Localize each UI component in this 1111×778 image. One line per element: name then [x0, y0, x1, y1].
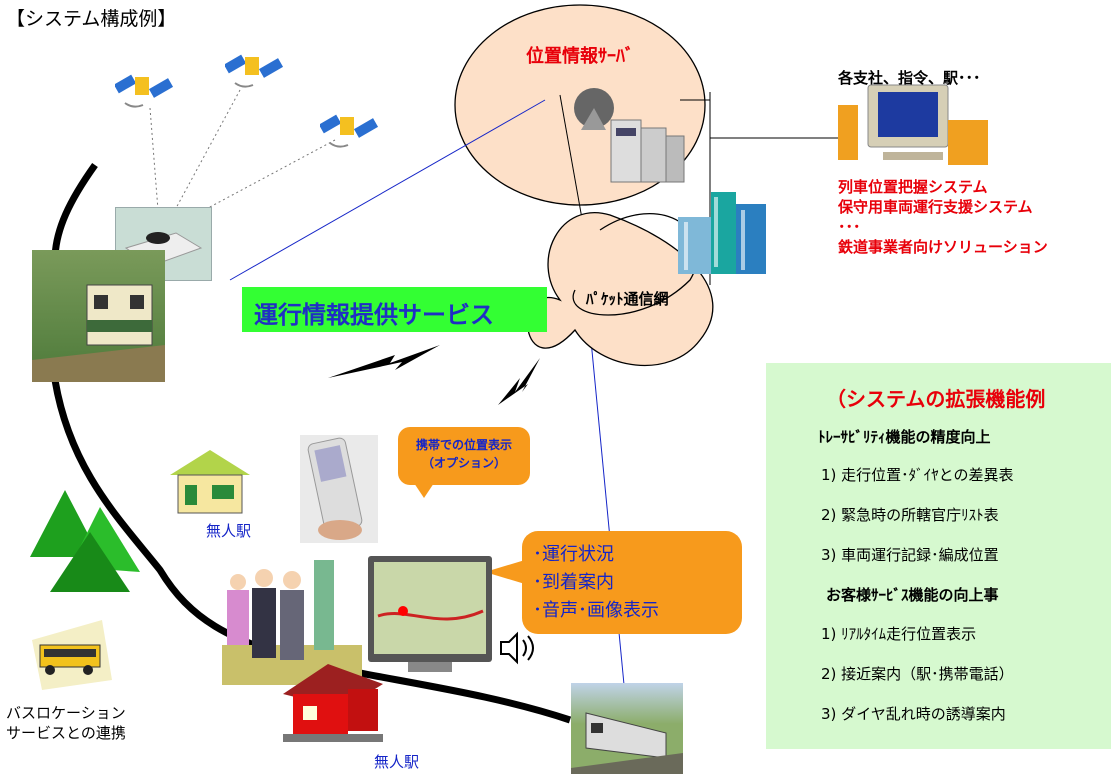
unmanned-station-bottom-label: 無人駅 — [374, 753, 420, 771]
solution-item: 保守用車両運行支援システム — [838, 198, 1033, 216]
train-photo — [32, 250, 165, 382]
service-banner-text: 運行情報提供サービス — [254, 301, 494, 329]
satellite-icon — [113, 65, 175, 119]
train-uplink — [229, 99, 546, 281]
unmanned-station-label: 無人駅 — [206, 522, 252, 540]
mountains-icon — [30, 482, 150, 596]
mobile-callout-text: 携帯での位置表示 （オプション） — [415, 438, 512, 470]
branches-label: 各支社、指令、駅･･･ — [838, 69, 981, 87]
extension-heading: （システムの拡張機能例 — [826, 387, 1046, 411]
group2-item: 3) ダイヤ乱れ時の誘導案内 — [821, 705, 1006, 723]
group1-item: 3) 車両運行記録･編成位置 — [821, 546, 999, 564]
solution-item: 鉄道事業者向けソリューション — [838, 238, 1048, 256]
wireless-bolt — [498, 358, 540, 405]
info-callout-text: ･運行状況 ･到着案内 ･音声･画像表示 — [533, 544, 659, 621]
group2-item: 1) ﾘｱﾙﾀｲﾑ走行位置表示 — [821, 625, 977, 643]
computer-icon — [838, 80, 998, 174]
station-icon — [170, 450, 250, 519]
mobile-callout — [398, 427, 530, 485]
group1-item: 1) 走行位置･ﾀﾞｲﾔとの差異表 — [821, 466, 1014, 484]
solution-item: ･･･ — [838, 218, 861, 236]
extension-panel: （システムの拡張機能例 ﾄﾚｰｻﾋﾞﾘﾃｨ機能の精度向上 1) 走行位置･ﾀﾞｲ… — [766, 363, 1111, 749]
info-callout — [522, 531, 742, 634]
mobile-phone-image — [300, 435, 378, 543]
group2-title: お客様ｻｰﾋﾞｽ機能の向上事 — [826, 586, 999, 604]
map-display-icon — [368, 556, 492, 676]
packet-network-shape — [526, 212, 714, 367]
satellite-link — [194, 139, 336, 216]
group2-item: 2) 接近案内（駅･携帯電話） — [821, 665, 1014, 683]
bus-icon — [32, 620, 112, 694]
satellite-icon — [318, 105, 380, 159]
page-title: 【システム構成例】 — [6, 8, 177, 30]
train-photo-bottom — [571, 683, 683, 774]
satellite-link — [149, 107, 159, 211]
station-link — [589, 329, 626, 696]
server-equipment-icon — [566, 80, 686, 194]
group1-title: ﾄﾚｰｻﾋﾞﾘﾃｨ機能の精度向上 — [818, 428, 991, 446]
buildings-icon — [676, 192, 768, 278]
packet-network-label: ﾊﾟｹｯﾄ通信網 — [586, 290, 669, 308]
service-banner — [242, 287, 547, 332]
station-bottom-icon — [283, 664, 383, 748]
satellite-link — [174, 89, 241, 211]
bus-label: バスロケーション サービスとの連携 — [6, 704, 126, 742]
speaker-icon — [497, 628, 537, 672]
people-icon — [222, 560, 362, 689]
solution-item: 列車位置把握システム — [838, 178, 988, 196]
solutions-list: 列車位置把握システム 保守用車両運行支援システム ･･･ 鉄道事業者向けソリュー… — [838, 177, 1048, 257]
wireless-bolt — [328, 345, 440, 378]
server-label: 位置情報ｻｰﾊﾞ — [526, 46, 634, 67]
satellite-icon — [223, 45, 285, 99]
group1-item: 2) 緊急時の所轄官庁ﾘｽﾄ表 — [821, 506, 999, 524]
